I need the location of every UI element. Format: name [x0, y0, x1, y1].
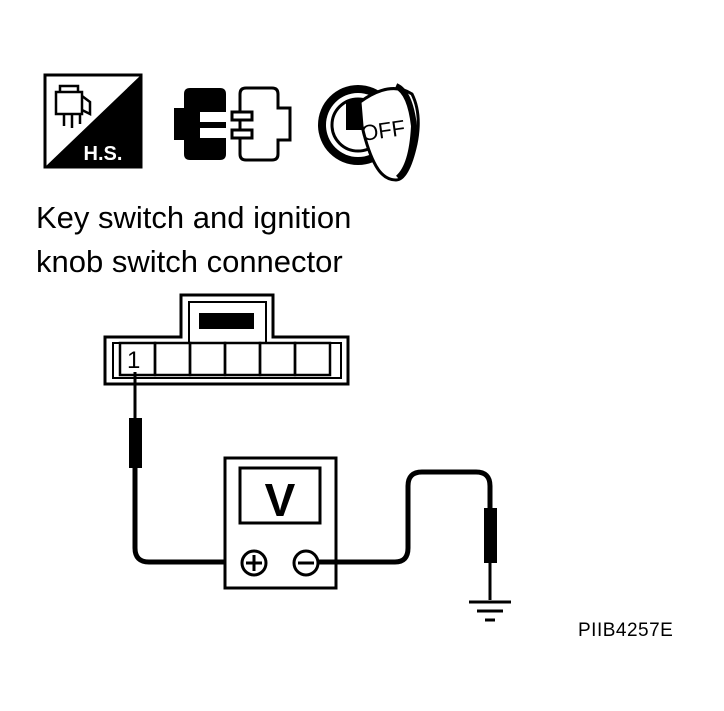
harness-side-icon: H.S.: [43, 73, 143, 169]
figure-id: PIIB4257E: [578, 620, 674, 641]
connector-lock-tab: [199, 313, 254, 329]
key-off-label: OFF: [360, 115, 407, 146]
caption-line-1: Key switch and ignition: [36, 200, 352, 235]
negative-probe: [484, 508, 497, 563]
positive-probe: [129, 418, 142, 468]
negative-probe-lead: [318, 469, 497, 600]
connector: 1: [103, 293, 350, 386]
meter-display: [238, 466, 322, 525]
ground-icon: [469, 600, 511, 622]
caption-line-2: knob switch connector: [36, 244, 343, 279]
harness-side-label: H.S.: [84, 143, 123, 165]
ignition-key-off-icon: OFF: [318, 83, 420, 182]
terminal-1-label: 1: [127, 347, 140, 374]
meter-display-label: V: [265, 474, 296, 526]
positive-probe-lead: [129, 372, 242, 565]
voltmeter: V: [223, 456, 338, 590]
disconnect-connector-icon: [174, 86, 292, 162]
